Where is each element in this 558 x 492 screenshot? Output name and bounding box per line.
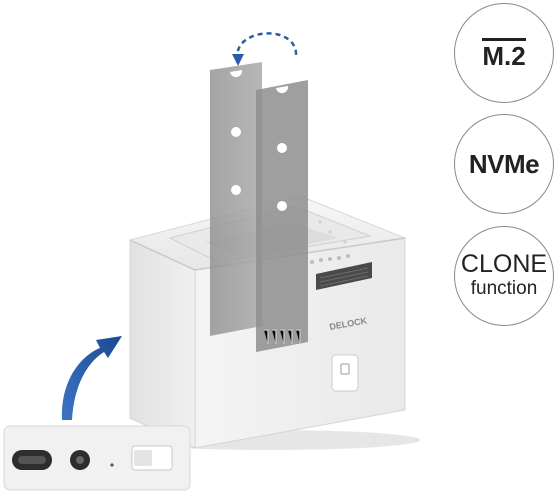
led-indicators xyxy=(310,220,350,264)
clone-button-icon xyxy=(331,354,359,392)
clone-function-badge: CLONE function xyxy=(454,226,554,326)
nvme-label: NVMe xyxy=(468,148,540,179)
curved-arrow-icon xyxy=(61,336,122,420)
m2-label: M.2 xyxy=(482,37,526,69)
nvme-badge: NVMe xyxy=(454,114,554,214)
rotate-arrow-icon xyxy=(236,32,298,61)
ssd-modules xyxy=(210,62,308,352)
m2-badge: M.2 xyxy=(454,3,554,103)
function-label: function xyxy=(470,278,538,300)
clone-label: CLONE xyxy=(460,250,548,279)
rear-port-panel xyxy=(3,425,191,491)
